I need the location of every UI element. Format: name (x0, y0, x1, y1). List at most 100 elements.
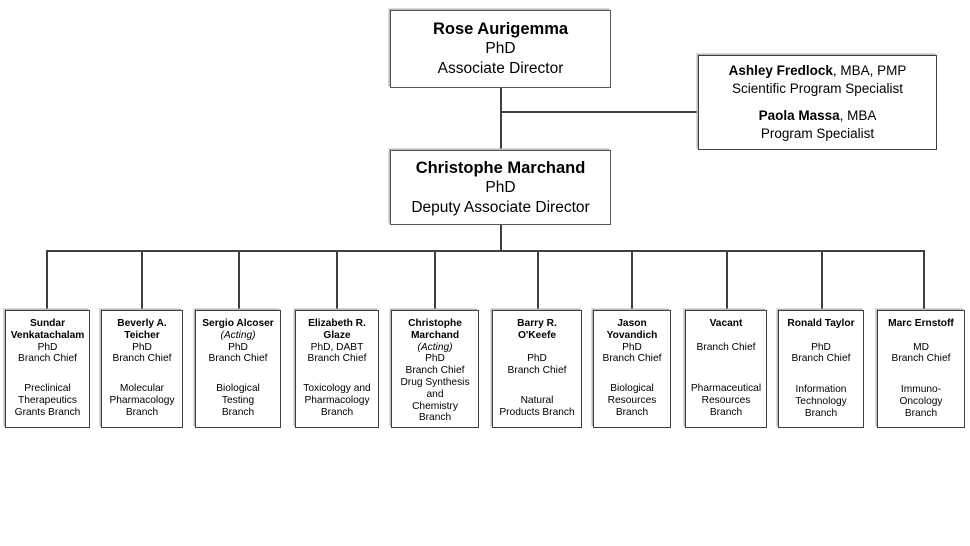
node-branch-4[interactable]: Elizabeth R. Glaze PhD, DABT Branch Chie… (295, 310, 379, 428)
connector-bus-drop-2 (141, 250, 143, 310)
branch-1-name-line2: Venkatachalam (10, 329, 85, 341)
staff-member-1: Ashley Fredlock, MBA, PMP (729, 62, 907, 80)
branch-8-role: Branch Chief (696, 341, 756, 353)
branch-4-credential: PhD, DABT (310, 341, 364, 353)
branch-1-unit-line3: Grants Branch (14, 406, 81, 418)
connector-bus-drop-6 (537, 250, 539, 310)
staff-member-2-credential: , MBA (839, 108, 877, 123)
branch-3-credential: PhD (228, 341, 248, 353)
branch-8-unit-line1: Pharmaceutical (690, 383, 762, 395)
connector-bus-drop-8 (726, 250, 728, 310)
branch-10-unit-line1: Immuno- (900, 384, 942, 396)
associate-director-title: Associate Director (437, 60, 564, 77)
branch-7-name-line1: Jason (617, 318, 647, 329)
associate-director-credential: PhD (485, 40, 516, 57)
branch-10-credential: MD (913, 341, 929, 353)
branch-1-role: Branch Chief (18, 353, 77, 365)
connector-bus-drop-3 (238, 250, 240, 310)
branch-2-unit-line2: Pharmacology (109, 394, 175, 406)
node-branch-9[interactable]: Ronald Taylor PhD Branch Chief Informati… (778, 310, 864, 428)
branch-2-name-line2: Teicher (124, 329, 160, 341)
node-branch-6[interactable]: Barry R. O'Keefe PhD Branch Chief Natura… (492, 310, 582, 428)
branch-5-acting: (Acting) (417, 341, 453, 353)
node-branch-2[interactable]: Beverly A. Teicher PhD Branch Chief Mole… (101, 310, 183, 428)
branch-9-name-line1: Ronald Taylor (787, 318, 855, 329)
deputy-associate-director-title: Deputy Associate Director (411, 198, 590, 216)
branch-3-name-line1: Sergio Alcoser (202, 318, 274, 329)
branch-1-unit-line2: Therapeutics (18, 394, 77, 406)
staff-member-2-title: Program Specialist (760, 126, 875, 141)
branch-2-unit-line1: Molecular (119, 383, 165, 395)
staff-member-1-title: Scientific Program Specialist (731, 81, 904, 96)
branch-6-role: Branch Chief (507, 365, 567, 377)
branch-1-name-line1: Sundar (29, 318, 66, 329)
node-branch-10[interactable]: Marc Ernstoff MD Branch Chief Immuno- On… (877, 310, 965, 428)
branch-1-credential: PhD (37, 341, 58, 353)
staff-member-2-name: Paola Massa (758, 108, 840, 123)
node-branch-1[interactable]: Sundar Venkatachalam PhD Branch Chief Pr… (5, 310, 90, 428)
branch-4-unit-line2: Pharmacology (304, 394, 370, 406)
connector-bus-drop-1 (46, 250, 48, 310)
branch-9-unit-line2: Technology (795, 395, 847, 407)
branch-7-unit-line2: Resources (607, 394, 657, 406)
node-branch-8[interactable]: Vacant Branch Chief Pharmaceutical Resou… (685, 310, 767, 428)
staff-member-1-name: Ashley Fredlock (728, 63, 833, 78)
branch-10-unit-line2: Oncology Branch (899, 395, 943, 419)
branch-9-role: Branch Chief (791, 353, 851, 365)
branch-4-unit-line1: Toxicology and (303, 383, 371, 395)
branch-6-credential: PhD (527, 353, 547, 365)
connector-bus-drop-10 (923, 250, 925, 310)
branch-2-credential: PhD (132, 341, 152, 353)
node-program-staff[interactable]: Ashley Fredlock, MBA, PMP Scientific Pro… (698, 55, 937, 150)
connector-branch-bus (46, 250, 924, 252)
branch-3-acting: (Acting) (220, 329, 256, 341)
node-branch-5[interactable]: Christophe Marchand (Acting) PhD Branch … (391, 310, 479, 428)
branch-7-unit-line1: Biological (610, 383, 654, 395)
branch-9-unit-line1: Information (795, 384, 847, 396)
branch-2-unit-line3: Branch (125, 406, 159, 418)
branch-5-credential: PhD (425, 353, 445, 365)
branch-10-name-line1: Marc Ernstoff (888, 318, 954, 329)
branch-4-name-line2: Glaze (323, 329, 351, 341)
branch-5-unit-line3: Chemistry Branch (412, 400, 458, 424)
branch-4-name-line1: Elizabeth R. (308, 318, 366, 329)
branch-9-credential: PhD (811, 341, 831, 353)
branch-3-unit-line2: Branch (221, 406, 255, 418)
associate-director-name: Rose Aurigemma (432, 20, 569, 38)
deputy-associate-director-name: Christophe Marchand (415, 158, 586, 177)
branch-10-role: Branch Chief (891, 353, 951, 365)
connector-bus-drop-9 (821, 250, 823, 310)
branch-8-unit-line2: Resources (701, 395, 751, 407)
staff-member-2: Paola Massa, MBA (759, 107, 877, 125)
branch-6-name-line1: Barry R. O'Keefe (517, 318, 557, 341)
branch-1-unit-line1: Preclinical (24, 383, 71, 395)
branch-5-name-line1: Christophe (408, 318, 462, 329)
branch-2-role: Branch Chief (112, 353, 172, 365)
connector-associate-to-deputy (500, 88, 502, 150)
connector-bus-drop-7 (631, 250, 633, 310)
connector-spine-to-staff (500, 111, 698, 113)
branch-5-unit-line2: and (426, 388, 444, 400)
branch-3-role: Branch Chief (208, 353, 268, 365)
node-branch-7[interactable]: Jason Yovandich PhD Branch Chief Biologi… (593, 310, 671, 428)
branch-5-unit-line1: Drug Synthesis (400, 376, 470, 388)
branch-4-role: Branch Chief (307, 353, 367, 365)
branch-7-credential: PhD (622, 341, 642, 353)
connector-bus-drop-5 (434, 250, 436, 310)
connector-bus-drop-4 (336, 250, 338, 310)
node-associate-director[interactable]: Rose Aurigemma PhD Associate Director (390, 10, 611, 88)
branch-5-name-line2: Marchand (410, 329, 460, 341)
staff-member-1-credential: , MBA, PMP (832, 63, 907, 78)
branch-9-unit-line3: Branch (804, 407, 838, 419)
node-deputy-associate-director[interactable]: Christophe Marchand PhD Deputy Associate… (390, 150, 611, 225)
branch-8-name-line1: Vacant (709, 318, 743, 329)
branch-7-name-line2: Yovandich (606, 329, 658, 341)
deputy-associate-director-credential: PhD (485, 178, 516, 196)
branch-6-unit-line1: Natural (520, 394, 554, 406)
branch-8-unit-line3: Branch (709, 406, 743, 418)
branch-5-role: Branch Chief (405, 365, 465, 377)
branch-6-unit-line2: Products Branch (499, 406, 575, 418)
node-branch-3[interactable]: Sergio Alcoser (Acting) PhD Branch Chief… (195, 310, 281, 428)
branch-7-role: Branch Chief (602, 353, 662, 365)
